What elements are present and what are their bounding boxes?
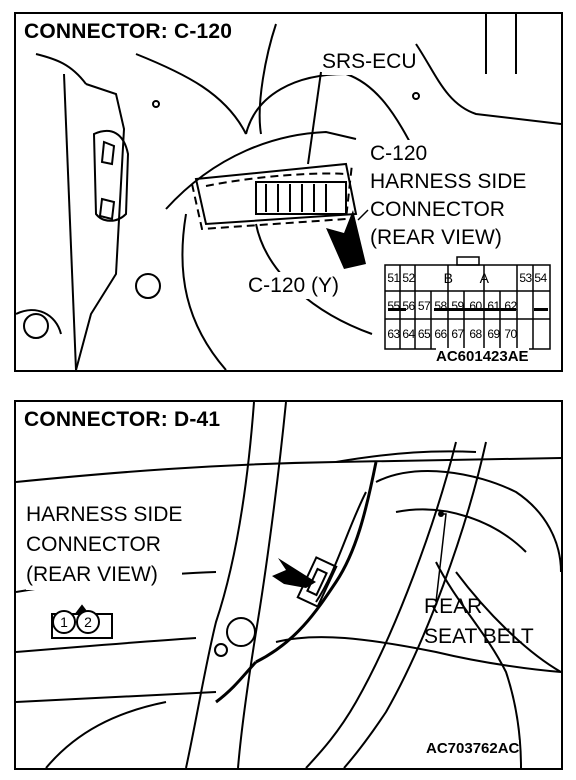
pin-group-a: A — [479, 270, 489, 286]
srs-ecu-label: SRS-ECU — [322, 48, 417, 75]
d41-title: CONNECTOR: D-41 — [24, 408, 225, 432]
c120-label-line: CONNECTOR — [370, 198, 505, 221]
d41-image-code: AC703762AC — [426, 740, 520, 757]
pin-label: 67 — [451, 327, 464, 341]
pin-2: 2 — [76, 610, 100, 634]
pin-label: 65 — [417, 327, 431, 341]
c120-label-line: HARNESS SIDE — [370, 170, 527, 193]
d41-arrow-icon — [272, 558, 316, 588]
pin-label: 68 — [469, 327, 482, 341]
c120-image-code: AC601423AE — [436, 348, 529, 365]
pin-1: 1 — [52, 610, 76, 634]
rear-seat-belt-label: REAR SEAT BELT — [424, 592, 534, 652]
c120-label-line: (REAR VIEW) — [370, 226, 502, 249]
pin-group-b: B — [443, 270, 453, 286]
pin-row-3: 63 64 65 66 67 68 69 70 — [386, 321, 550, 347]
c120-arrow-icon — [326, 210, 366, 269]
c120-callout: C-120 (Y) — [248, 272, 340, 299]
pin-label: 63 — [387, 327, 400, 341]
d41-pin-diagram: 1 2 — [45, 607, 111, 637]
pin-label: 53 — [519, 271, 532, 285]
seat-belt-line: SEAT BELT — [424, 625, 534, 648]
pin-label: 66 — [434, 327, 447, 341]
pin-label: 64 — [402, 327, 415, 341]
pin-label: 70 — [504, 327, 517, 341]
pin-label: 52 — [402, 271, 415, 285]
pin-bar — [388, 308, 406, 311]
d41-label-line: CONNECTOR — [26, 533, 161, 556]
pin-label: 51 — [387, 271, 400, 285]
c120-label-line: C-120 — [370, 142, 428, 165]
seat-belt-line: REAR — [424, 595, 483, 618]
pin-row-2: 55 56 57 58 59 60 61 62 — [386, 293, 550, 319]
pin-label: 69 — [487, 327, 500, 341]
d41-connector-label: HARNESS SIDE CONNECTOR (REAR VIEW) — [26, 500, 183, 590]
pin-row-1: 51 52 B A 53 54 — [386, 265, 550, 291]
pin-label: 54 — [534, 271, 547, 285]
connector-d41-panel: CONNECTOR: D-41 HARNESS SIDE CONNECTOR (… — [14, 400, 563, 770]
c120-connector-label: C-120 HARNESS SIDE CONNECTOR (REAR VIEW) — [370, 140, 527, 252]
d41-label-line: HARNESS SIDE — [26, 503, 183, 526]
c120-vehicle-illustration — [16, 14, 561, 370]
d41-label-line: (REAR VIEW) — [26, 563, 158, 586]
c120-pin-diagram: 51 52 B A 53 54 55 56 57 58 59 60 61 62 … — [386, 265, 550, 349]
pin-bar — [534, 308, 548, 311]
pin-label: 57 — [417, 299, 431, 313]
d41-vehicle-illustration — [16, 402, 561, 768]
connector-c120-panel: CONNECTOR: C-120 SRS-ECU C-120 HARNESS S… — [14, 12, 563, 372]
c120-title: CONNECTOR: C-120 — [24, 20, 237, 44]
pin-bar — [434, 308, 516, 311]
